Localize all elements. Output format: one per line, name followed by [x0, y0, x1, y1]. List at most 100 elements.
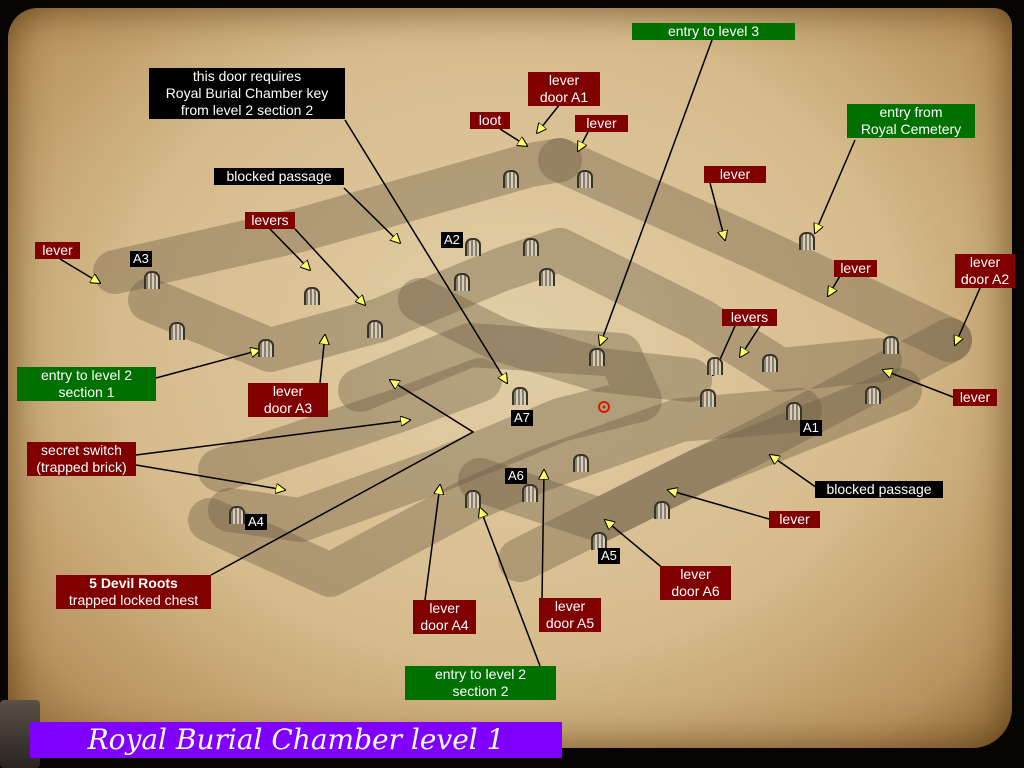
label-line: lever: [272, 383, 304, 399]
door-icon[interactable]: [144, 271, 160, 289]
area-marker: A1: [800, 420, 822, 436]
door-icon[interactable]: [762, 354, 778, 372]
area-marker: A7: [511, 410, 533, 426]
door-icon[interactable]: [589, 348, 605, 366]
annotation-arrow: [883, 370, 954, 398]
door-icon[interactable]: [799, 232, 815, 250]
label-line: lever: [554, 598, 586, 614]
area-marker: A2: [441, 232, 463, 248]
map-annotation-label: lever: [769, 511, 820, 528]
label-line: door A5: [545, 615, 595, 631]
door-icon[interactable]: [700, 389, 716, 407]
location-target-dot: [602, 405, 606, 409]
label-line: levers: [251, 212, 289, 228]
label-line: lever: [680, 566, 711, 582]
door-icon[interactable]: [786, 402, 802, 420]
annotation-arrow: [135, 420, 410, 456]
door-icon[interactable]: [539, 268, 555, 286]
annotation-arrow: [709, 182, 725, 240]
label-line: door A3: [263, 400, 313, 416]
label-line: (trapped brick): [36, 459, 127, 475]
label-line: lever: [719, 166, 751, 182]
label-line: from level 2 section 2: [180, 102, 314, 118]
map-annotation-label: blocked passage: [214, 168, 344, 185]
annotation-arrow: [135, 464, 285, 490]
map-annotation-label: secret switch(trapped brick): [27, 442, 136, 476]
annotation-arrow: [600, 39, 713, 345]
label-line: entry from: [879, 104, 943, 120]
door-icon[interactable]: [304, 287, 320, 305]
map-annotation-label: levers: [722, 309, 777, 326]
label-line: lever: [969, 254, 1001, 270]
door-icon[interactable]: [454, 273, 470, 291]
annotation-arrow: [155, 350, 260, 379]
map-annotation-label: entry to level 3: [632, 23, 795, 40]
door-icon[interactable]: [883, 336, 899, 354]
annotation-arrow: [499, 128, 527, 146]
label-line: trapped locked chest: [68, 592, 199, 608]
door-icon[interactable]: [654, 501, 670, 519]
label-line: entry to level 3: [667, 23, 760, 39]
door-icon[interactable]: [707, 357, 723, 375]
door-icon[interactable]: [523, 238, 539, 256]
annotation-arrow: [578, 131, 589, 151]
label-line: lever: [840, 260, 871, 276]
area-marker: A3: [130, 251, 152, 267]
label-line: lever: [42, 242, 73, 258]
annotation-arrow: [59, 258, 100, 283]
map-annotation-label: lever: [575, 115, 628, 132]
annotation-arrow: [668, 490, 770, 520]
door-icon[interactable]: [465, 490, 481, 508]
annotation-arrow: [344, 119, 507, 383]
annotation-arrow: [770, 455, 821, 491]
door-icon[interactable]: [577, 170, 593, 188]
annotation-arrow: [542, 470, 544, 601]
map-annotation-label: lever: [834, 260, 877, 277]
door-icon[interactable]: [865, 386, 881, 404]
annotation-arrow: [815, 139, 856, 233]
annotation-arrows: [59, 39, 981, 667]
door-icon[interactable]: [512, 387, 528, 405]
label-line: entry to level 2: [40, 367, 133, 383]
door-icon[interactable]: [591, 532, 607, 550]
door-icon[interactable]: [465, 238, 481, 256]
label-line: lever: [429, 600, 460, 616]
map-annotation-label: loot: [470, 112, 510, 129]
door-icon[interactable]: [229, 506, 245, 524]
parchment-map-background: [8, 8, 1012, 748]
label-line: 5 Devil Roots: [89, 575, 178, 591]
door-icon[interactable]: [522, 484, 538, 502]
annotation-arrow: [424, 485, 440, 601]
door-icon[interactable]: [169, 322, 185, 340]
label-line: blocked passage: [226, 168, 332, 184]
area-marker: A5: [598, 548, 620, 564]
label-line: Royal Cemetery: [860, 121, 962, 137]
map-annotation-label: lever: [704, 166, 766, 183]
label-line: levers: [730, 309, 769, 325]
label-line: Royal Burial Chamber key: [165, 85, 329, 101]
label-line: this door requires: [192, 68, 302, 84]
door-icon[interactable]: [503, 170, 519, 188]
door-icon[interactable]: [367, 320, 383, 338]
label-line: door A1: [539, 89, 589, 105]
label-line: section 1: [58, 384, 115, 400]
annotation-arrow: [537, 103, 561, 133]
door-icon[interactable]: [573, 454, 589, 472]
label-line: lever: [959, 389, 991, 405]
label-line: lever: [586, 115, 617, 131]
annotation-arrow: [955, 287, 981, 345]
door-icon[interactable]: [258, 339, 274, 357]
area-marker: A6: [505, 468, 527, 484]
label-line: section 2: [452, 683, 509, 699]
annotation-arrow: [210, 380, 475, 576]
map-annotation-label: lever: [953, 389, 997, 406]
